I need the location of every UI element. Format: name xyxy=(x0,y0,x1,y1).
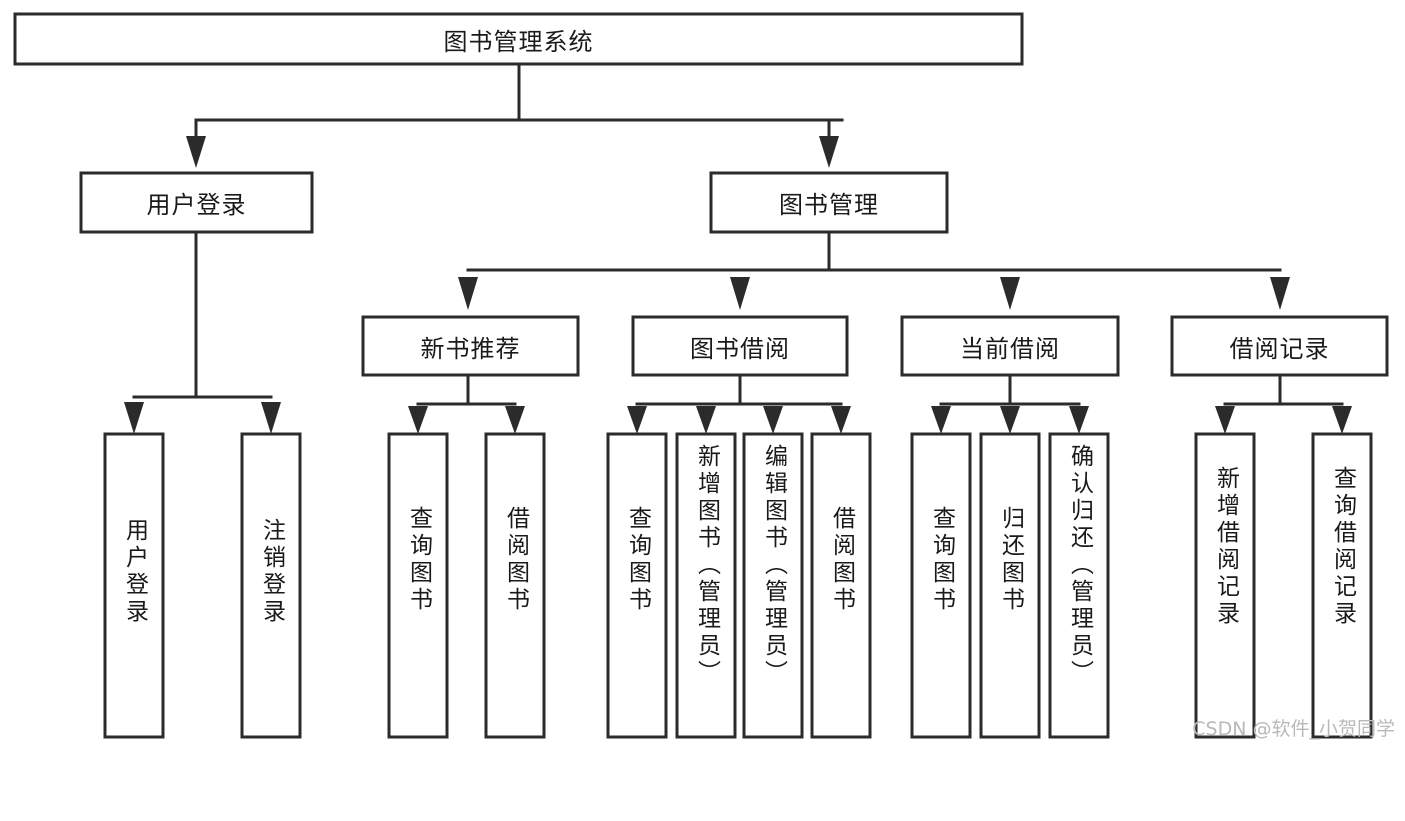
connector-currentborrow-to-leaves xyxy=(931,373,1089,434)
node-borrow-record[interactable] xyxy=(1170,315,1389,377)
node-leaf-confirm-return-admin[interactable] xyxy=(1048,432,1110,739)
node-leaf-logout-login[interactable] xyxy=(240,432,302,739)
arrow-head-icon xyxy=(763,406,783,434)
node-root-book-management-system[interactable] xyxy=(13,12,1024,66)
arrow-head-icon xyxy=(696,406,716,434)
arrow-head-icon xyxy=(1000,277,1020,310)
node-leaf-add-book-admin[interactable] xyxy=(675,432,737,739)
connector-userlogin-to-leaves xyxy=(124,230,281,434)
arrow-head-icon xyxy=(458,277,478,310)
arrow-head-icon xyxy=(186,136,206,168)
node-book-management[interactable] xyxy=(709,171,949,234)
arrow-head-icon xyxy=(730,277,750,310)
arrow-head-icon xyxy=(1270,277,1290,310)
node-current-borrow[interactable] xyxy=(900,315,1120,377)
connector-root-to-level1 xyxy=(186,62,844,168)
node-leaf-edit-book-admin[interactable] xyxy=(742,432,804,739)
node-leaf-return-book[interactable] xyxy=(979,432,1041,739)
arrow-head-icon xyxy=(124,402,144,434)
diagram-canvas xyxy=(13,12,1389,739)
node-leaf-query-book-3[interactable] xyxy=(910,432,972,739)
node-leaf-borrow-book-1[interactable] xyxy=(484,432,546,739)
arrow-head-icon xyxy=(1000,406,1020,434)
node-leaf-query-book-2[interactable] xyxy=(606,432,668,739)
connector-bookmgmt-to-level2 xyxy=(458,230,1290,310)
connector-borrowrecord-to-leaves xyxy=(1215,373,1352,434)
node-leaf-borrow-book-2[interactable] xyxy=(810,432,872,739)
connector-bookborrow-to-leaves xyxy=(627,373,851,434)
arrow-head-icon xyxy=(931,406,951,434)
node-leaf-add-borrow-record[interactable] xyxy=(1194,432,1256,739)
node-leaf-query-borrow-record[interactable] xyxy=(1311,432,1373,739)
hierarchy-diagram: 图书管理系统 用户登录 图书管理 新书推荐 图书借阅 当前借阅 借阅记录 用户登… xyxy=(13,12,1395,740)
arrow-head-icon xyxy=(1069,406,1089,434)
node-book-borrow[interactable] xyxy=(631,315,849,377)
arrow-head-icon xyxy=(627,406,647,434)
node-leaf-user-login[interactable] xyxy=(103,432,165,739)
arrow-head-icon xyxy=(819,136,839,168)
arrow-head-icon xyxy=(505,406,525,434)
arrow-head-icon xyxy=(831,406,851,434)
arrow-head-icon xyxy=(1215,406,1235,434)
node-user-login[interactable] xyxy=(79,171,314,234)
arrow-head-icon xyxy=(261,402,281,434)
node-new-book-recommend[interactable] xyxy=(361,315,580,377)
arrow-head-icon xyxy=(408,406,428,434)
node-leaf-query-book-1[interactable] xyxy=(387,432,449,739)
arrow-head-icon xyxy=(1332,406,1352,434)
connector-newbook-to-leaves xyxy=(408,373,525,434)
